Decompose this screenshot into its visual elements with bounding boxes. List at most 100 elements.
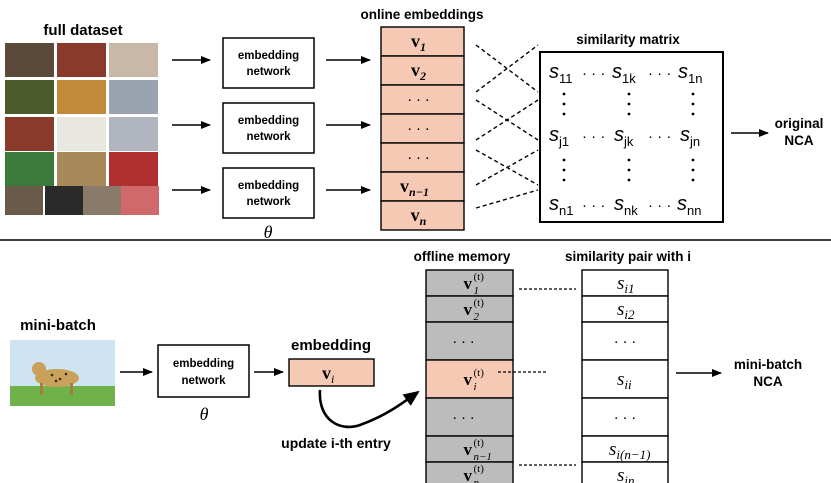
svg-text:n: n: [474, 477, 480, 483]
svg-text:snn: snn: [677, 193, 701, 218]
svg-text:· · ·: · · ·: [452, 335, 475, 351]
svg-text:v: v: [464, 300, 473, 319]
network-label-line1: embedding: [238, 115, 299, 127]
online-embedding-cell: v2: [380, 55, 465, 86]
svg-text:· · ·: · · ·: [582, 197, 605, 214]
similarity-pair-cell: si(n−1): [581, 435, 669, 463]
svg-text:n−1: n−1: [474, 451, 492, 463]
online-embedding-cell: vn−1: [380, 171, 465, 202]
svg-text:1: 1: [474, 285, 480, 297]
memory-cell: v(t) 2: [425, 295, 514, 323]
offline-memory-title: offline memory: [414, 249, 511, 264]
svg-text:· · ·: · · ·: [582, 65, 605, 82]
online-embedding-cell: · · ·: [380, 84, 465, 115]
embedding-to-matrix-links: [475, 44, 539, 209]
full-dataset-label: full dataset: [43, 22, 122, 39]
network-label-line1: embedding: [238, 180, 299, 192]
similarity-matrix-title: similarity matrix: [576, 32, 680, 47]
svg-text:v: v: [464, 274, 473, 293]
network-label-line2: network: [246, 196, 291, 208]
svg-text:· · ·: · · ·: [452, 411, 475, 427]
similarity-pair-cell: sin: [581, 461, 669, 483]
similarity-matrix-box: [539, 51, 724, 223]
dataset-thumbnail: [121, 186, 159, 215]
similarity-pair-cell: · · ·: [581, 397, 669, 437]
matrix-row-1: s11 · · · s1k · · · s1n: [549, 61, 702, 86]
similarity-pair-cell: sii: [581, 359, 669, 399]
network-label-line1: embedding: [173, 358, 234, 370]
update-entry-label: update i-th entry: [281, 435, 391, 451]
dataset-thumbnail: [109, 152, 158, 186]
svg-text:· · ·: · · ·: [407, 151, 430, 167]
embedding-network-1: embedding network: [222, 37, 315, 89]
dataset-image-grid: [5, 43, 159, 215]
svg-text:· · ·: · · ·: [407, 122, 430, 138]
svg-text:sj1: sj1: [549, 124, 569, 149]
svg-text:· · ·: · · ·: [582, 128, 605, 145]
svg-text:sn1: sn1: [549, 193, 573, 218]
update-arrow: [318, 389, 420, 429]
svg-text:i: i: [474, 381, 477, 393]
dataset-thumbnail: [5, 117, 54, 151]
dataset-thumbnail: [5, 186, 43, 215]
svg-text:· · ·: · · ·: [614, 411, 637, 427]
svg-text:v: v: [464, 440, 473, 459]
embedding-network-bottom: embedding network: [157, 344, 250, 398]
dataset-thumbnail: [83, 186, 121, 215]
svg-text:sjk: sjk: [614, 124, 634, 149]
memory-cell: · · ·: [425, 397, 514, 437]
svg-text:2: 2: [474, 311, 480, 323]
original-nca-line1: original: [775, 116, 824, 131]
theta-top: θ: [264, 222, 273, 242]
svg-text:(t): (t): [474, 271, 485, 283]
memory-cell: · · ·: [425, 321, 514, 361]
svg-text:· · ·: · · ·: [648, 128, 671, 145]
memory-to-pair-links: [498, 288, 576, 466]
similarity-pair-title: similarity pair with i: [565, 249, 691, 264]
online-embedding-cell: v1: [380, 26, 465, 57]
dataset-thumbnail: [45, 186, 83, 215]
network-label-line2: network: [181, 375, 226, 387]
dataset-thumbnail: [57, 43, 106, 77]
svg-text:sjn: sjn: [680, 124, 700, 149]
dataset-thumbnail: [5, 43, 54, 77]
mini-batch-nca-line1: mini-batch: [734, 357, 802, 372]
similarity-pair-cell: · · ·: [581, 321, 669, 361]
svg-text:(t): (t): [474, 367, 485, 379]
svg-text:v: v: [464, 466, 473, 483]
dataset-thumbnail: [57, 152, 106, 186]
dataset-thumbnail: [5, 80, 54, 114]
dataset-thumbnail: [57, 117, 106, 151]
embedding-network-3: embedding network: [222, 167, 315, 219]
matrix-vertical-dots: [562, 92, 695, 182]
svg-text:(t): (t): [474, 437, 485, 449]
network-label-line2: network: [246, 131, 291, 143]
theta-bottom: θ: [200, 404, 209, 424]
online-embeddings-title: online embeddings: [360, 7, 483, 22]
offline-memory-stack: v(t)1v(t)2· · ·v(t)i· · ·v(t)n−1v(t)n: [425, 269, 514, 483]
original-nca-line2: NCA: [784, 133, 813, 148]
svg-text:(t): (t): [474, 297, 485, 309]
online-embedding-cell: · · ·: [380, 113, 465, 144]
embedding-vi-box: vi: [288, 358, 375, 387]
network-label-line2: network: [246, 66, 291, 78]
online-embedding-cell: vn: [380, 200, 465, 231]
svg-text:· · ·: · · ·: [648, 197, 671, 214]
memory-cell-highlighted: v(t)i: [425, 359, 514, 399]
svg-text:· · ·: · · ·: [407, 93, 430, 109]
svg-text:s1k: s1k: [612, 61, 636, 86]
svg-text:· · ·: · · ·: [648, 65, 671, 82]
mini-batch-label: mini-batch: [20, 317, 96, 334]
svg-text:· · ·: · · ·: [614, 335, 637, 351]
svg-text:s11: s11: [549, 61, 573, 86]
embedding-network-2: embedding network: [222, 102, 315, 154]
memory-cell: v(t) 1: [425, 269, 514, 297]
memory-cell: v(t) n−1: [425, 435, 514, 463]
network-label-line1: embedding: [238, 50, 299, 62]
svg-text:(t): (t): [474, 463, 485, 475]
dataset-thumbnail: [109, 43, 158, 77]
online-embedding-cell: · · ·: [380, 142, 465, 173]
